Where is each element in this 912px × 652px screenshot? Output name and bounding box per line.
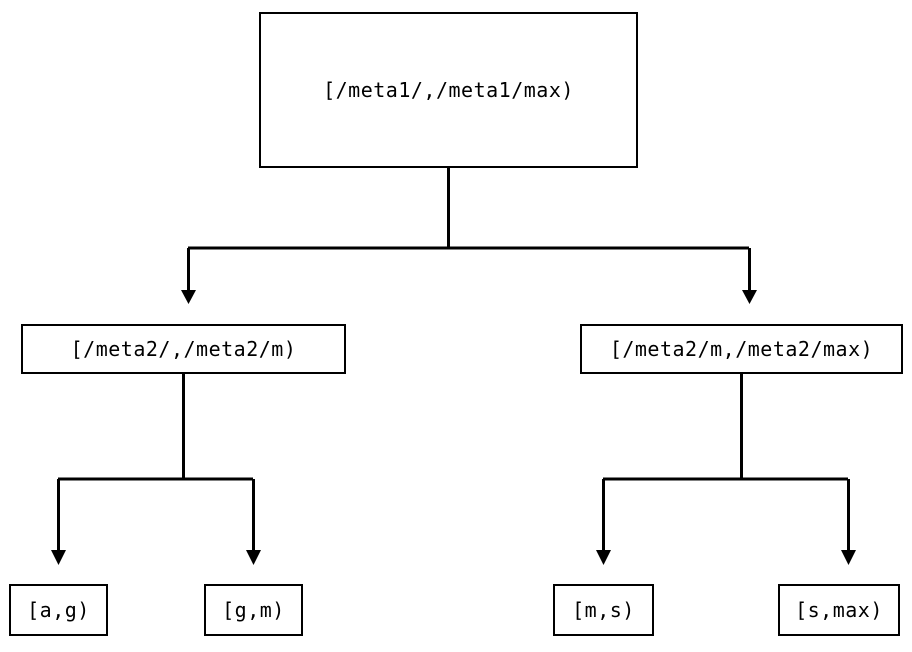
- arrowhead-icon: [841, 550, 856, 565]
- tree-node-label: [/meta2/,/meta2/m): [70, 337, 297, 361]
- tree-node-leaf-s-max[interactable]: [s,max): [778, 584, 900, 636]
- edge-mid-left-to-leaf-a-g: [51, 479, 66, 565]
- tree-node-mid-left[interactable]: [/meta2/,/meta2/m): [21, 324, 346, 374]
- edge-mid-left-subtree: [58, 374, 253, 481]
- tree-node-label: [/meta2/m,/meta2/max): [609, 337, 874, 361]
- edge-mid-right-to-leaf-m-s: [596, 479, 611, 565]
- arrowhead-icon: [246, 550, 261, 565]
- tree-node-label: [/meta1/,/meta1/max): [323, 78, 574, 102]
- tree-node-leaf-a-g[interactable]: [a,g): [9, 584, 108, 636]
- edge-mid-left-to-leaf-g-m: [246, 479, 261, 565]
- edge-root-to-mid-left: [181, 168, 749, 304]
- tree-node-leaf-m-s[interactable]: [m,s): [553, 584, 654, 636]
- arrowhead-icon: [181, 290, 196, 304]
- tree-node-root[interactable]: [/meta1/,/meta1/max): [259, 12, 638, 168]
- tree-node-mid-right[interactable]: [/meta2/m,/meta2/max): [580, 324, 903, 374]
- arrowhead-icon: [51, 550, 66, 565]
- tree-node-leaf-g-m[interactable]: [g,m): [204, 584, 303, 636]
- arrowhead-icon: [742, 290, 757, 304]
- tree-node-label: [s,max): [795, 598, 883, 622]
- tree-node-label: [g,m): [222, 598, 285, 622]
- tree-node-label: [m,s): [572, 598, 635, 622]
- edge-mid-right-subtree: [603, 374, 848, 481]
- edge-root-to-mid-right: [742, 248, 757, 304]
- edge-mid-right-to-leaf-s-max: [841, 479, 856, 565]
- tree-node-label: [a,g): [27, 598, 90, 622]
- arrowhead-icon: [596, 550, 611, 565]
